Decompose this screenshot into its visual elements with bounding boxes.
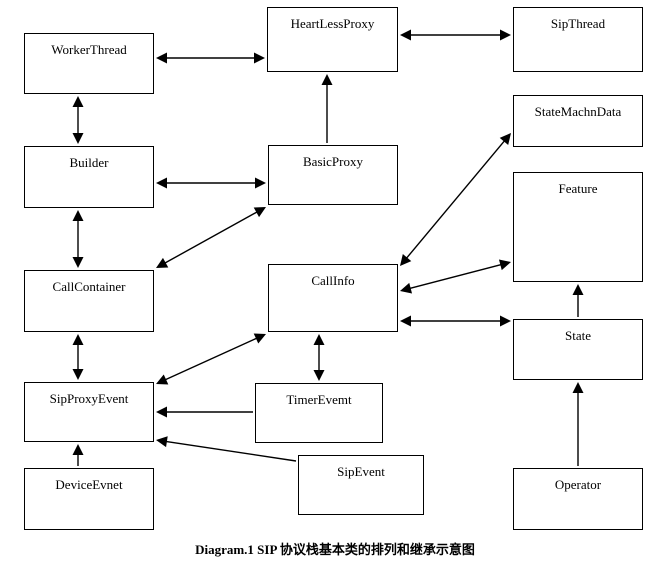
edge-e-builder-callcontainer xyxy=(72,210,84,268)
edge-e-timerevemt-callinfo xyxy=(313,334,325,381)
arrowhead-icon xyxy=(72,334,84,345)
edge-e-callinfo-feature xyxy=(400,259,511,294)
arrowhead-icon xyxy=(254,52,265,64)
node-label: StateMachnData xyxy=(534,104,622,119)
edge-e-workerthread-builder xyxy=(72,96,84,144)
node-statemachndata[interactable]: StateMachnData xyxy=(513,95,643,147)
arrowhead-icon xyxy=(253,207,266,218)
node-workerthread[interactable]: WorkerThread xyxy=(24,33,154,94)
node-deviceevnet[interactable]: DeviceEvnet xyxy=(24,468,154,530)
node-timerevemt[interactable]: TimerEvemt xyxy=(255,383,383,443)
edge-e-operator-state xyxy=(572,382,584,466)
node-label: DeviceEvnet xyxy=(55,477,123,492)
node-label: SipThread xyxy=(550,16,606,31)
arrowhead-icon xyxy=(400,315,411,327)
arrowhead-icon xyxy=(400,254,412,266)
arrowhead-icon xyxy=(572,382,584,393)
node-callcontainer[interactable]: CallContainer xyxy=(24,270,154,332)
arrowhead-icon xyxy=(313,334,325,345)
node-state[interactable]: State xyxy=(513,319,643,380)
node-label: State xyxy=(565,328,591,343)
arrowhead-icon xyxy=(72,257,84,268)
node-label: CallInfo xyxy=(311,273,355,288)
node-label: Builder xyxy=(69,155,109,170)
arrowhead-icon xyxy=(156,177,167,189)
arrowhead-icon xyxy=(253,333,266,344)
node-callinfo[interactable]: CallInfo xyxy=(268,264,398,332)
edge-e-workerthread-heartlessproxy xyxy=(156,52,265,64)
edge-e-callcontainer-basicproxy xyxy=(156,207,266,268)
edge-e-state-feature xyxy=(572,284,584,317)
node-sipevent[interactable]: SipEvent xyxy=(298,455,424,515)
node-label: TimerEvemt xyxy=(286,392,352,407)
edge-e-deviceevnet-sipproxyevent xyxy=(72,444,84,466)
edge-e-sipevent-sipproxyevent xyxy=(156,436,297,462)
node-basicproxy[interactable]: BasicProxy xyxy=(268,145,398,205)
arrowhead-icon xyxy=(156,436,168,448)
edge-e-timerevemt-sipproxyevent xyxy=(156,406,253,418)
arrowhead-icon xyxy=(156,374,169,385)
arrowhead-icon xyxy=(313,370,325,381)
node-label: SipProxyEvent xyxy=(49,391,129,406)
node-sipthread[interactable]: SipThread xyxy=(513,7,643,72)
edge-e-basicproxy-heartlessproxy xyxy=(321,74,333,143)
edge-line xyxy=(163,337,259,381)
node-label: SipEvent xyxy=(337,464,385,479)
diagram-caption: Diagram.1 SIP 协议栈基本类的排列和继承示意图 xyxy=(195,542,475,557)
node-label: CallContainer xyxy=(52,279,126,294)
edge-e-heartlessproxy-sipthread xyxy=(400,29,511,41)
arrowhead-icon xyxy=(156,52,167,64)
node-label: HeartLessProxy xyxy=(290,16,375,31)
arrowhead-icon xyxy=(400,282,413,294)
arrowhead-icon xyxy=(72,96,84,107)
arrowhead-icon xyxy=(72,133,84,144)
node-feature[interactable]: Feature xyxy=(513,172,643,282)
edge-e-callinfo-statemachndata xyxy=(400,133,511,266)
arrowhead-icon xyxy=(72,369,84,380)
node-label: Feature xyxy=(558,181,598,196)
arrowhead-icon xyxy=(255,177,266,189)
edge-line xyxy=(408,263,503,290)
edge-line xyxy=(405,139,506,260)
arrowhead-icon xyxy=(156,257,169,268)
arrowhead-icon xyxy=(321,74,333,85)
arrowhead-icon xyxy=(400,29,411,41)
arrowhead-icon xyxy=(500,29,511,41)
edge-line xyxy=(163,210,259,265)
node-operator[interactable]: Operator xyxy=(513,468,643,530)
arrowhead-icon xyxy=(72,444,84,455)
node-label: Operator xyxy=(554,477,602,492)
arrowhead-icon xyxy=(500,315,511,327)
node-sipproxyevent[interactable]: SipProxyEvent xyxy=(24,382,154,442)
arrowhead-icon xyxy=(572,284,584,295)
edge-e-callinfo-state xyxy=(400,315,511,327)
edge-e-builder-basicproxy xyxy=(156,177,266,189)
node-heartlessproxy[interactable]: HeartLessProxy xyxy=(267,7,398,72)
arrowhead-icon xyxy=(499,133,511,145)
node-builder[interactable]: Builder xyxy=(24,146,154,208)
arrowhead-icon xyxy=(498,259,511,271)
edge-line xyxy=(164,440,297,462)
node-label: WorkerThread xyxy=(51,42,127,57)
arrowhead-icon xyxy=(72,210,84,221)
node-label: BasicProxy xyxy=(303,154,363,169)
arrowhead-icon xyxy=(156,406,167,418)
edge-e-callcontainer-sipproxyevent xyxy=(72,334,84,380)
edge-e-sipproxyevent-callinfo xyxy=(156,333,266,385)
